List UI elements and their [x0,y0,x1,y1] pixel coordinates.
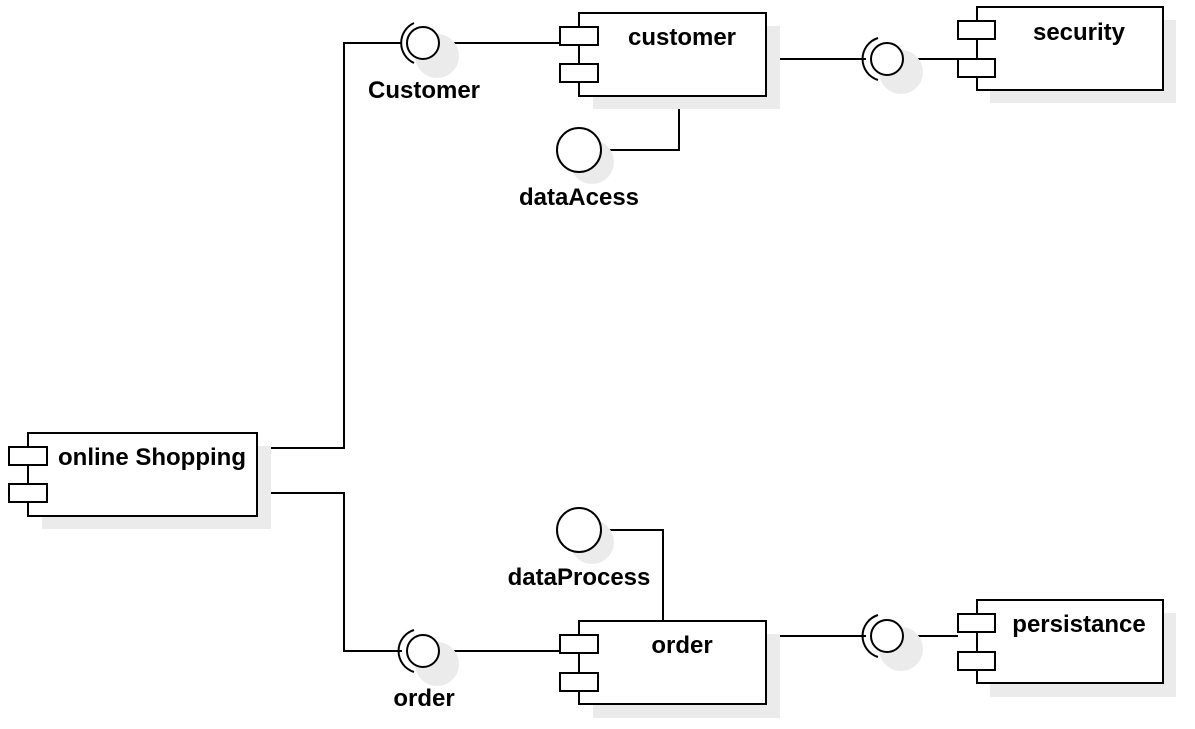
component-label: security [1033,19,1126,46]
component-box [976,599,1164,684]
component-port-icon [957,651,996,671]
component-port-icon [559,26,599,46]
component-persistance[interactable]: persistance [957,599,1176,697]
component-box [578,12,767,97]
component-order[interactable]: order [559,620,780,718]
interface-socket-icon [400,22,415,64]
component-box [27,432,258,517]
interface-label: dataAcess [519,184,639,211]
component-label: online Shopping [58,444,246,471]
interface-ball-icon [556,127,602,173]
component-label: order [651,632,712,659]
component-box [578,620,767,705]
component-port-icon [559,672,599,692]
interface-ball-icon [870,619,904,653]
interface-socket-icon [861,614,879,658]
interface-ball-icon [406,634,440,668]
interface-data-process[interactable]: dataProcess [508,507,651,591]
connector-order-to-data-process [602,529,664,620]
interface-socket-icon [397,629,415,673]
connector-online-shopping-to-order-socket [258,492,402,652]
component-label: persistance [1012,611,1145,638]
component-port-icon [559,634,599,654]
component-port-icon [957,20,996,40]
interface-ball-icon [556,507,602,553]
connector-customer-to-data-access [602,96,680,151]
component-port-icon [559,63,599,83]
connectors [258,42,958,652]
interface-label: dataProcess [508,564,651,591]
component-label: customer [628,24,736,51]
component-port-icon [8,446,48,466]
interface-security[interactable] [861,37,923,94]
component-port-icon [957,58,996,78]
component-box [976,6,1164,91]
interface-label: order [393,685,454,712]
connector-online-shopping-to-customer-socket [258,42,402,449]
interface-label: Customer [368,77,480,104]
interface-persistance[interactable] [861,614,923,671]
interface-ball-icon [870,42,904,76]
component-online-shopping[interactable]: online Shopping [8,432,271,529]
interface-customer[interactable]: Customer [368,22,480,104]
component-port-icon [957,613,996,633]
interface-socket-icon [861,37,879,81]
interface-ball-icon [406,26,440,60]
interface-order[interactable]: order [393,629,459,712]
component-port-icon [8,483,48,503]
component-security[interactable]: security [957,6,1176,103]
component-customer[interactable]: customer [559,12,780,109]
interface-data-access[interactable]: dataAcess [519,127,639,211]
